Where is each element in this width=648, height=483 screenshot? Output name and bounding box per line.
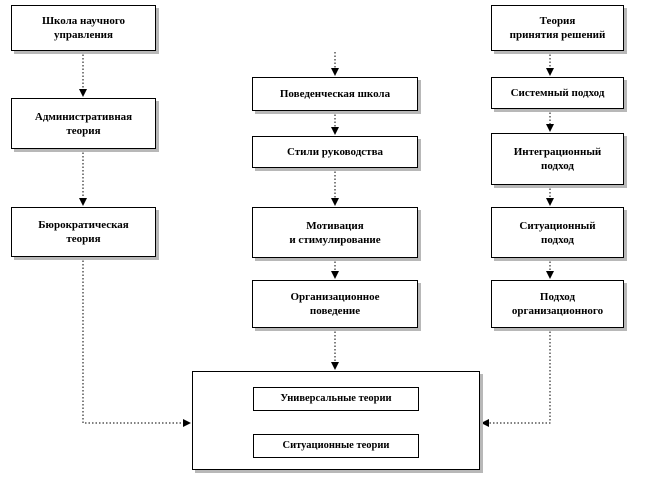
motivation-box: Мотивация и стимулирование: [252, 207, 418, 258]
leadership-styles-box: Стили руководства: [252, 136, 418, 168]
decision-theory-box: Теория принятия решений: [491, 5, 624, 51]
universal-theories-box: Универсальные теории: [253, 387, 419, 411]
situational-theories-box: Ситуационные теории: [253, 434, 419, 458]
organizational-approach-box: Подход организационного: [491, 280, 624, 328]
bureaucratic-theory-box: Бюрократическая теория: [11, 207, 156, 257]
administrative-theory-box: Административная теория: [11, 98, 156, 149]
situational-approach-box: Ситуационный подход: [491, 207, 624, 258]
scientific-management-box: Школа научного управления: [11, 5, 156, 51]
integration-approach-box: Интеграционный подход: [491, 133, 624, 185]
behavioral-school-box: Поведенческая школа: [252, 77, 418, 111]
systems-approach-box: Системный подход: [491, 77, 624, 109]
organizational-behavior-box: Организационное поведение: [252, 280, 418, 328]
